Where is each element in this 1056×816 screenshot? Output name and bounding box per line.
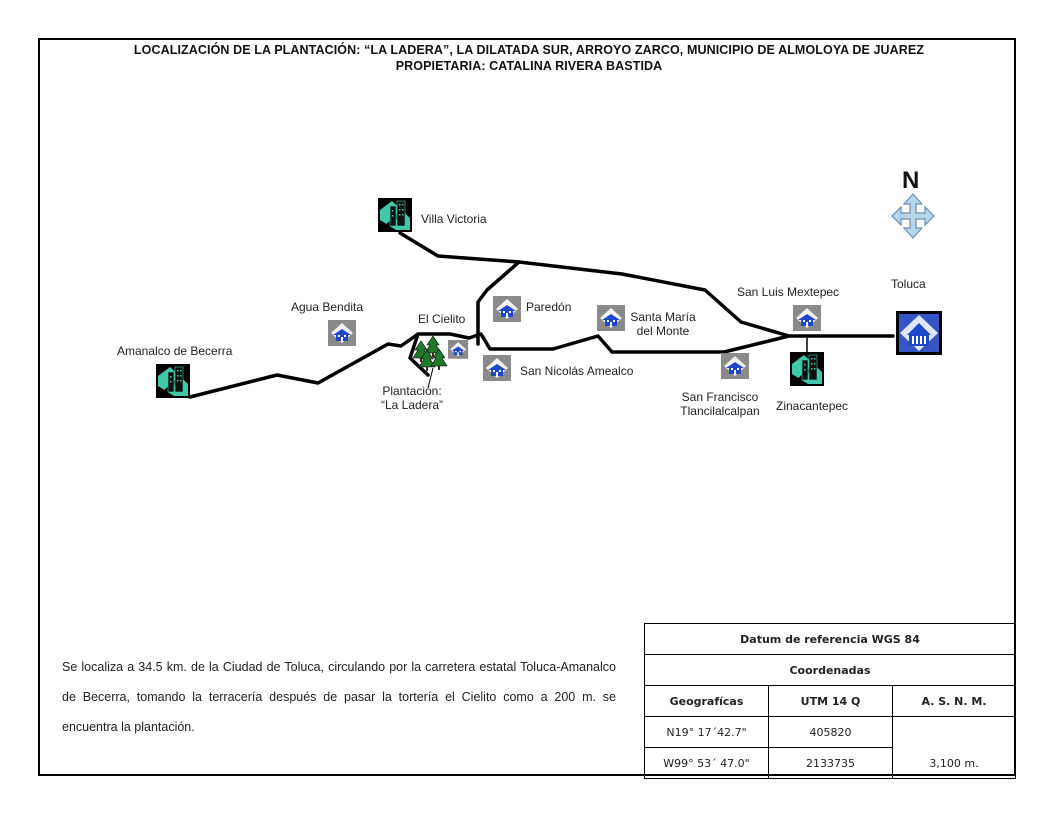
map-owner: PROPIETARIA: CATALINA RIVERA BASTIDA [395,59,663,73]
road-cielito-plantation [408,332,430,377]
datum-header: Datum de referencia WGS 84 [644,623,1016,655]
toluca-capital-icon [896,311,942,355]
amanalco-building-icon [155,363,191,399]
san-luis-house-icon [793,305,821,331]
plantation-leader-line [427,367,434,389]
altitude-cell: 3,100 m. [892,716,1016,779]
label-santa-maria-line2: del Monte [636,324,690,338]
label-paredon: Paredón [526,300,572,314]
highway-toluca-amanalco [188,332,895,399]
column-header-geograficas: Geografícas [644,685,769,717]
label-toluca: Toluca [891,277,926,291]
north-label: N [902,167,920,194]
label-san-francisco-line2: Tlancilalcalpan [680,404,760,418]
four-way-arrow-icon [891,193,935,239]
coordinates-table: Datum de referencia WGS 84 Coordenadas G… [644,623,1016,779]
santa-maria-house-icon [597,305,625,331]
paredon-house-icon [493,296,521,322]
road-paredon-branch [476,260,521,346]
coordinates-header: Coordenadas [644,654,1016,686]
el-cielito-house-icon [448,340,469,359]
label-san-nicolas-amealco: San Nicolás Amealco [520,364,634,378]
label-santa-maria: Santa María del Monte [628,310,698,338]
label-el-cielito: El Cielito [418,312,466,326]
utm-x-cell: 405820 [768,716,893,748]
villa-victoria-building-icon [377,197,413,233]
road-villa-victoria [398,231,791,338]
label-agua-bendita: Agua Bendita [291,300,364,314]
label-san-francisco-line1: San Francisco [681,390,759,404]
label-plantacion-line2: “La Ladera” [380,398,444,412]
latitude-cell: N19° 17´42.7" [644,716,769,748]
column-header-utm: UTM 14 Q [768,685,893,717]
column-header-asnm: A. S. N. M. [892,685,1016,717]
table-row: W99° 53´ 47.0" 2133735 [644,747,1016,779]
label-villa-victoria: Villa Victoria [421,212,487,226]
agua-bendita-house-icon [328,320,356,346]
label-san-luis-mextepec: San Luis Mextepec [737,285,840,299]
longitude-cell: W99° 53´ 47.0" [644,747,769,779]
map-frame [38,38,1016,776]
zinacantepec-building-icon [789,351,825,387]
label-zinacantepec: Zinacantepec [776,399,849,413]
san-francisco-house-icon [721,353,749,379]
label-plantacion: Plantación: “La Ladera” [367,384,457,412]
utm-y-cell: 2133735 [768,747,893,779]
label-san-francisco: San Francisco Tlancilalcalpan [670,390,770,418]
map-title: LOCALIZACIÓN DE LA PLANTACIÓN: “LA LADER… [133,43,925,57]
location-description: Se localiza a 34.5 km. de la Ciudad de T… [62,660,616,734]
roads [188,231,895,399]
label-santa-maria-line1: Santa María [630,310,696,324]
table-row: N19° 17´42.7" 405820 3,100 m. [644,716,1016,779]
san-nicolas-house-icon [483,355,511,381]
label-plantacion-line1: Plantación: [382,384,442,398]
label-amanalco-de-becerra: Amanalco de Becerra [117,344,233,358]
